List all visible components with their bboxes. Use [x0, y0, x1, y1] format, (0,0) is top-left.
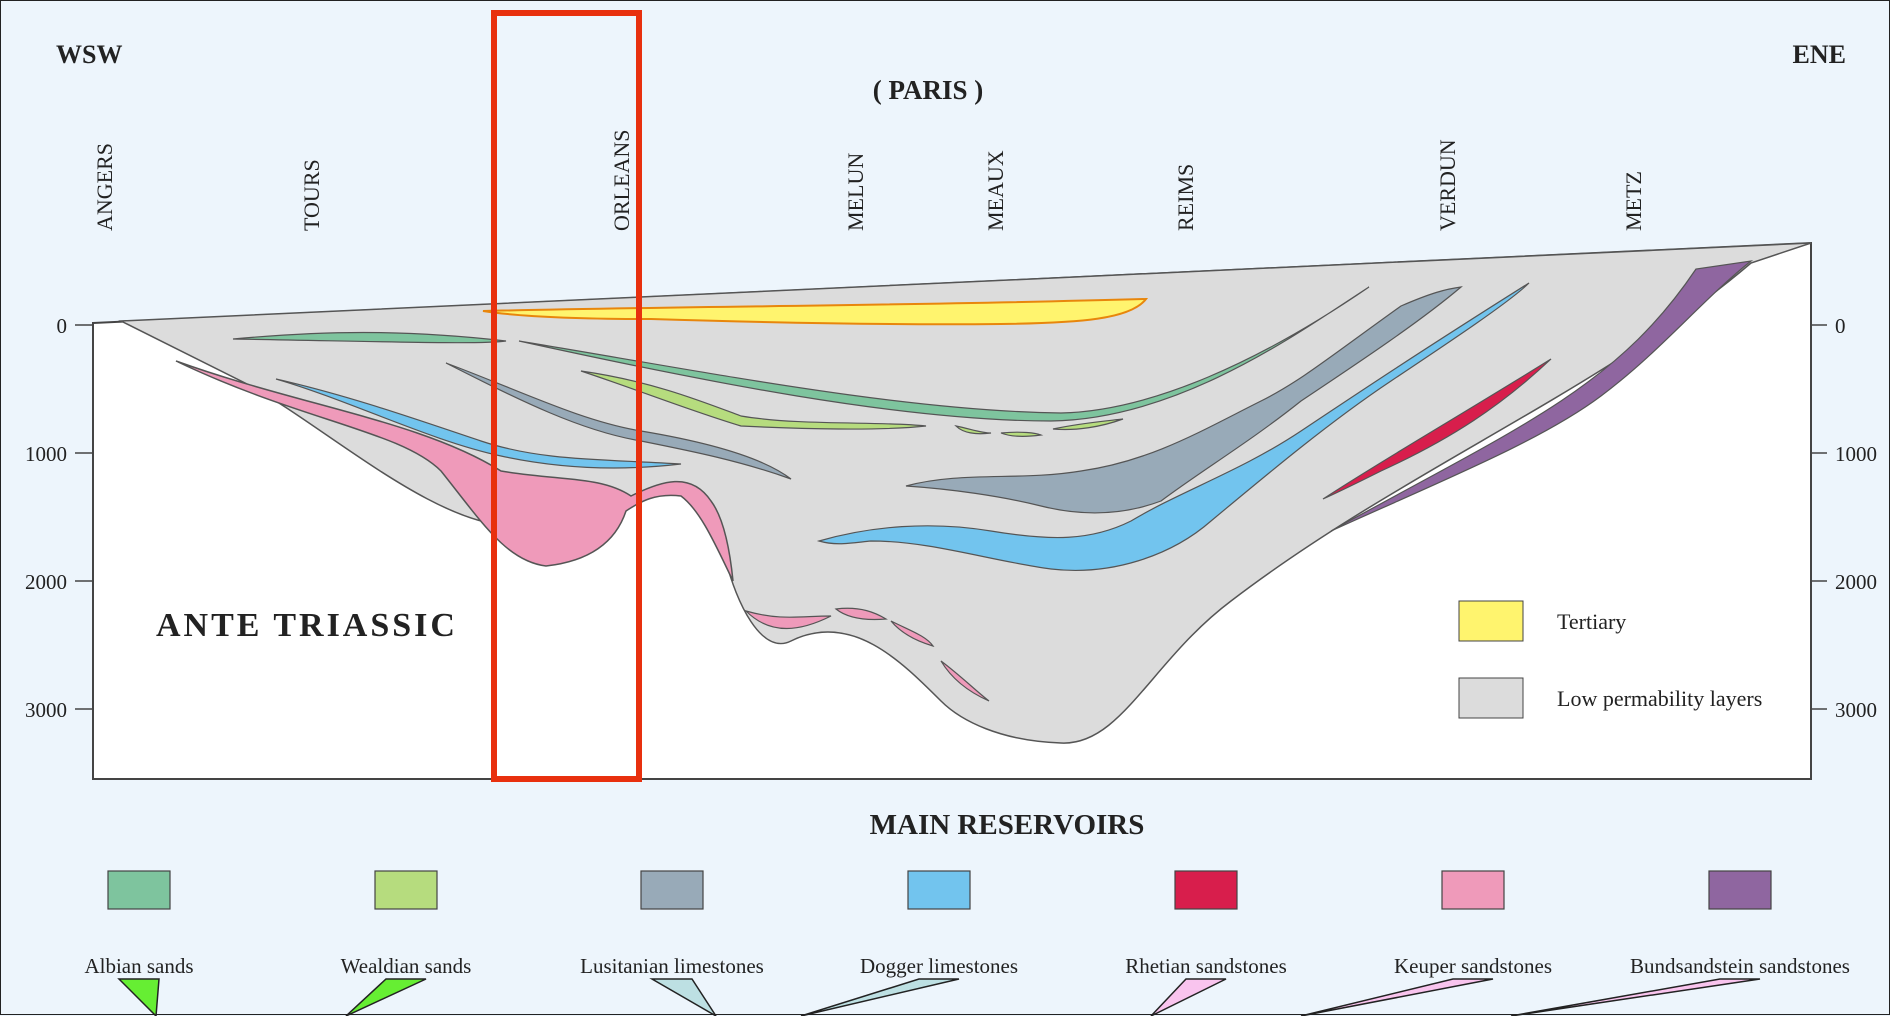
- reservoir-swatch-3: [907, 870, 971, 910]
- city-label-meaux: MEAUX: [983, 150, 1008, 231]
- keuper-lens-1: [743, 609, 832, 630]
- reservoir-labels: Albian sands Wealdian sands Lusitanian lim…: [84, 954, 1849, 978]
- reservoir-label-4: Rhetian sandstones: [1125, 954, 1287, 978]
- city-label-angers: ANGERS: [92, 143, 117, 231]
- lusitanian-layer-west: [445, 362, 792, 480]
- keuper-layer: [175, 360, 734, 582]
- reservoir-label-3: Dogger limestones: [860, 954, 1018, 978]
- reservoirs-title: MAIN RESERVOIRS: [870, 809, 1145, 841]
- city-label-reims: REIMS: [1173, 164, 1198, 231]
- dogger-layer-east: [816, 282, 1530, 571]
- albian-layer-west: [232, 331, 507, 344]
- city-label-orleans: ORLEANS: [609, 130, 634, 231]
- reservoir-swatch-2: [640, 870, 704, 910]
- reservoir-callouts: [117, 978, 1761, 1016]
- legend-swatch-low-permeability: [1458, 677, 1524, 719]
- albian-layer-east: [518, 286, 1370, 422]
- legend-swatch-tertiary: [1458, 600, 1524, 642]
- reservoir-swatch-1: [374, 870, 438, 910]
- reservoir-callout-3: [800, 978, 960, 1016]
- city-label-tours: TOURS: [299, 159, 324, 231]
- reservoir-swatch-4: [1174, 870, 1238, 910]
- depth-label-right-2000: 2000: [1835, 570, 1877, 594]
- depth-label-right-1000: 1000: [1835, 442, 1877, 466]
- reservoir-callout-1: [345, 978, 427, 1016]
- depth-label-left-2000: 2000: [25, 570, 67, 594]
- wealdian-lens-1: [954, 425, 992, 435]
- reservoir-callout-2: [649, 978, 717, 1016]
- reservoir-label-2: Lusitanian limestones: [580, 954, 764, 978]
- legend-label-low-permeability: Low permability layers: [1557, 686, 1762, 711]
- reservoir-callout-5: [1300, 978, 1494, 1016]
- city-label-metz: METZ: [1621, 171, 1646, 231]
- reservoir-swatch-6: [1708, 870, 1772, 910]
- depth-ticks: [75, 324, 1827, 710]
- highlight-box-orleans: [491, 10, 642, 782]
- wealdian-lens-2: [1000, 431, 1044, 437]
- lusitanian-layer-east: [905, 286, 1463, 514]
- legend-label-tertiary: Tertiary: [1557, 609, 1626, 634]
- reservoir-callout-4: [1150, 978, 1227, 1016]
- paris-label: ( PARIS ): [873, 75, 984, 105]
- depth-label-left-3000: 3000: [25, 698, 67, 722]
- wealdian-lens-3: [1052, 418, 1124, 431]
- reservoir-callout-0: [117, 978, 160, 1016]
- bundsandstein-layer: [1330, 260, 1754, 532]
- reservoir-swatches: [107, 870, 1772, 910]
- reservoir-label-6: Bundsandstein sandstones: [1630, 954, 1850, 978]
- depth-label-left-1000: 1000: [25, 442, 67, 466]
- depth-label-right-0: 0: [1835, 314, 1846, 338]
- keuper-lens-2: [834, 607, 888, 621]
- reservoir-label-1: Wealdian sands: [341, 954, 472, 978]
- rhetian-layer: [1322, 358, 1552, 500]
- wealdian-layer: [580, 370, 927, 430]
- reservoir-swatch-0: [107, 870, 171, 910]
- ante-triassic-label: ANTE TRIASSIC: [156, 607, 458, 644]
- reservoir-swatch-5: [1441, 870, 1505, 910]
- dogger-layer-west: [275, 378, 682, 469]
- reservoir-label-0: Albian sands: [84, 954, 193, 978]
- keuper-lens-4: [940, 660, 990, 702]
- east-direction-label: ENE: [1793, 40, 1846, 69]
- west-direction-label: WSW: [56, 40, 122, 69]
- depth-label-left-0: 0: [57, 314, 68, 338]
- depth-label-right-3000: 3000: [1835, 698, 1877, 722]
- reservoir-callout-6: [1510, 978, 1761, 1016]
- city-label-verdun: VERDUN: [1435, 139, 1460, 231]
- city-label-melun: MELUN: [843, 153, 868, 231]
- reservoir-label-5: Keuper sandstones: [1394, 954, 1552, 978]
- keuper-lens-3: [890, 620, 935, 648]
